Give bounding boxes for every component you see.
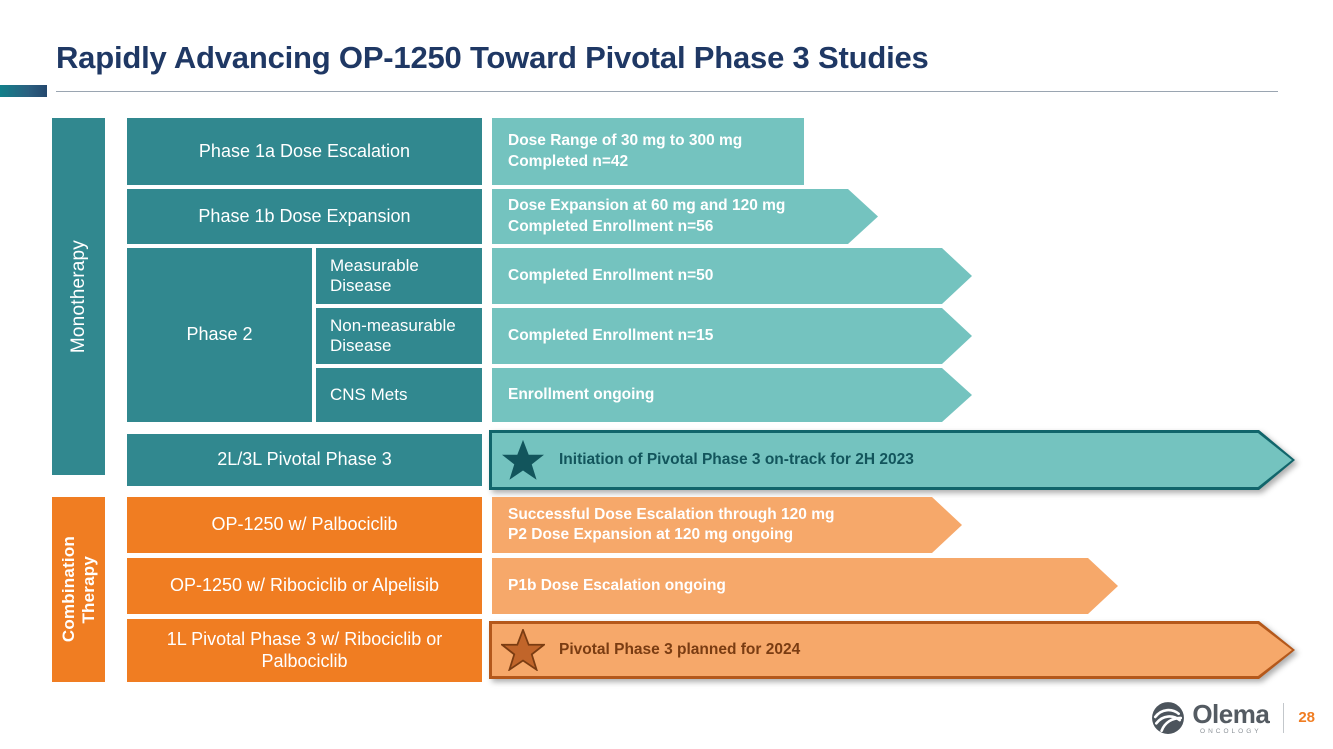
- group-label-combination-therapy-line1: Combination: [59, 536, 79, 643]
- phase-label-1a: Phase 1a Dose Escalation: [127, 118, 482, 185]
- status-bar-non-measurable-disease: Completed Enrollment n=15: [492, 308, 972, 364]
- pivotal-orange-fill: [492, 624, 1292, 676]
- status-bar-1a-text: Dose Range of 30 mg to 300 mg Completed …: [508, 132, 743, 170]
- star-icon: [502, 439, 544, 480]
- phase-label-1l-pivotal: 1L Pivotal Phase 3 w/ Ribociclib or Palb…: [127, 619, 482, 682]
- status-bar-2l3l-pivotal-text: Initiation of Pivotal Phase 3 on-track f…: [559, 451, 914, 468]
- olema-logo-wordmark: Olema ONCOLOGY: [1192, 698, 1270, 736]
- star-icon: [501, 629, 545, 671]
- status-bar-2l3l-pivotal: Initiation of Pivotal Phase 3 on-track f…: [489, 430, 1295, 490]
- phase-label-1b: Phase 1b Dose Expansion: [127, 189, 482, 244]
- group-label-monotherapy-text: Monotherapy: [67, 239, 89, 354]
- olema-logo-icon: [1152, 702, 1185, 734]
- phase-label-palbociclib: OP-1250 w/ Palbociclib: [127, 497, 482, 553]
- page-title: Rapidly Advancing OP-1250 Toward Pivotal…: [56, 40, 929, 75]
- page-number: 28: [1298, 709, 1315, 727]
- status-bar-1b: Dose Expansion at 60 mg and 120 mg Compl…: [492, 189, 878, 244]
- group-label-combination-therapy: Combination Therapy: [52, 497, 105, 682]
- status-bar-non-measurable-disease-text: Completed Enrollment n=15: [508, 326, 714, 344]
- cohort-label-non-measurable-disease: Non-measurable Disease: [316, 308, 482, 364]
- status-bar-1b-text: Dose Expansion at 60 mg and 120 mg Compl…: [508, 197, 786, 235]
- status-bar-ribociclib-alpelisib: P1b Dose Escalation ongoing: [492, 558, 1118, 614]
- olema-logo-name: Olema: [1192, 698, 1270, 729]
- status-bar-measurable-disease: Completed Enrollment n=50: [492, 248, 972, 304]
- olema-logo-subtitle: ONCOLOGY: [1200, 727, 1262, 735]
- status-bar-1l-pivotal-text: Pivotal Phase 3 planned for 2024: [559, 641, 801, 658]
- status-bar-measurable-disease-text: Completed Enrollment n=50: [508, 266, 714, 284]
- status-bar-palbociclib: Successful Dose Escalation through 120 m…: [492, 497, 962, 553]
- status-bar-cns-mets: Enrollment ongoing: [492, 368, 972, 422]
- status-bar-1a: Dose Range of 30 mg to 300 mg Completed …: [492, 118, 804, 185]
- status-bar-cns-mets-text: Enrollment ongoing: [508, 385, 655, 403]
- pivotal-teal-fill: [492, 433, 1292, 487]
- group-label-monotherapy: Monotherapy: [52, 118, 105, 475]
- title-accent-bar: [0, 85, 47, 97]
- status-bar-ribociclib-alpelisib-text: P1b Dose Escalation ongoing: [508, 576, 726, 594]
- phase-label-2: Phase 2: [127, 248, 312, 422]
- title-divider: [56, 91, 1278, 92]
- footer: Olema ONCOLOGY 28: [1151, 701, 1315, 736]
- cohort-label-cns-mets: CNS Mets: [316, 368, 482, 422]
- status-bar-1l-pivotal: Pivotal Phase 3 planned for 2024: [489, 621, 1295, 679]
- olema-logo: Olema ONCOLOGY: [1151, 698, 1270, 736]
- phase-label-ribociclib-alpelisib: OP-1250 w/ Ribociclib or Alpelisib: [127, 558, 482, 614]
- phase-label-2l3l-pivotal: 2L/3L Pivotal Phase 3: [127, 434, 482, 486]
- status-bar-palbociclib-text: Successful Dose Escalation through 120 m…: [508, 505, 835, 543]
- cohort-label-measurable-disease: Measurable Disease: [316, 248, 482, 304]
- footer-divider: [1283, 702, 1285, 733]
- group-label-combination-therapy-line2: Therapy: [78, 555, 98, 624]
